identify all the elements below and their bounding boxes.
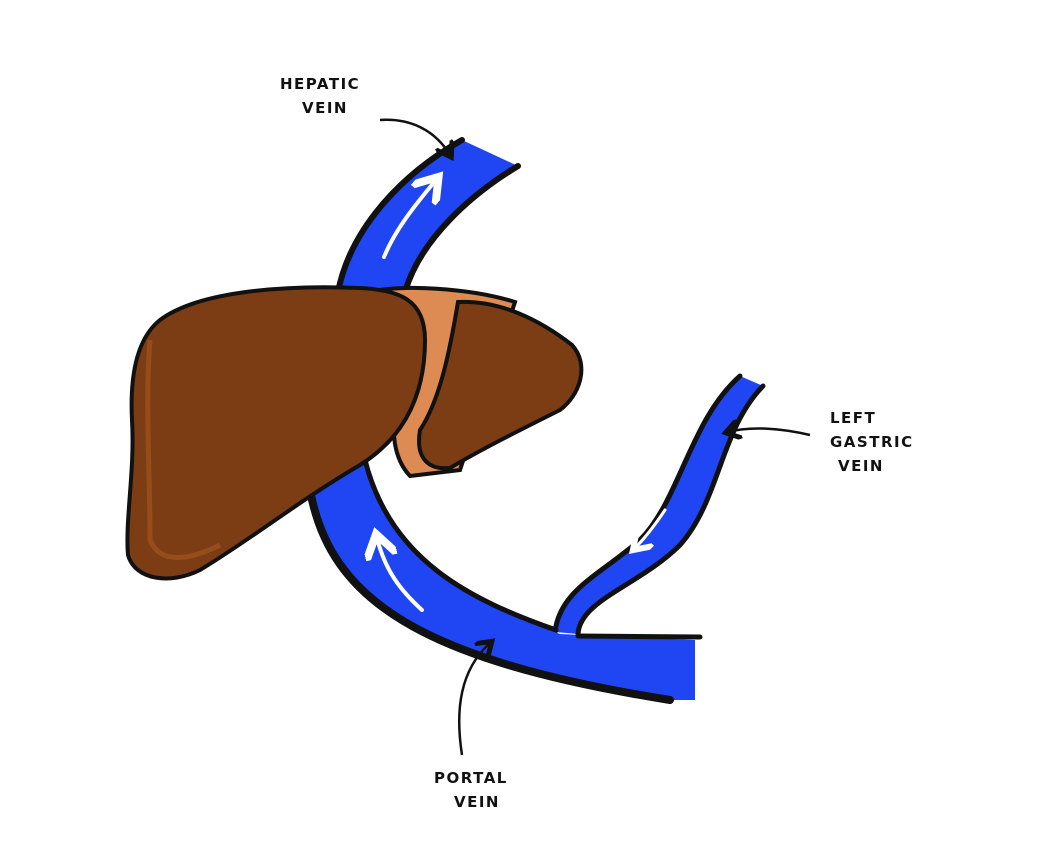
portal-vein-edge xyxy=(362,457,703,640)
liver-highlight xyxy=(145,339,222,560)
flow-arrow-icon xyxy=(635,508,667,548)
label-line: GASTRIC xyxy=(830,433,914,451)
flow-arrow-icon xyxy=(377,538,424,612)
hepatic-vein xyxy=(338,140,518,292)
hepatic-pointer-arrow-icon xyxy=(379,118,450,155)
portal-vein-edge xyxy=(306,486,674,704)
liver-right-lobe xyxy=(417,299,584,471)
portal-vein xyxy=(310,460,695,700)
hepatic-vein-label: HEPATIC VEIN xyxy=(280,72,360,120)
label-line: VEIN xyxy=(302,99,348,117)
liver-left-lobe xyxy=(125,285,428,581)
label-line: PORTAL xyxy=(434,769,508,787)
gastric-pointer-arrow-icon xyxy=(728,428,811,435)
hepatic-vein-edge xyxy=(402,163,521,295)
portal-pointer-arrow-icon xyxy=(457,643,490,756)
label-line: VEIN xyxy=(838,457,884,475)
left-gastric-vein xyxy=(555,376,763,634)
label-line: HEPATIC xyxy=(280,75,361,93)
label-line: VEIN xyxy=(454,793,500,811)
label-line: LEFT xyxy=(830,409,877,427)
left-gastric-vein-label: LEFT GASTRIC VEIN xyxy=(830,406,914,478)
portal-vein-label: PORTAL VEIN xyxy=(434,766,508,814)
flow-arrow-icon xyxy=(382,180,436,259)
